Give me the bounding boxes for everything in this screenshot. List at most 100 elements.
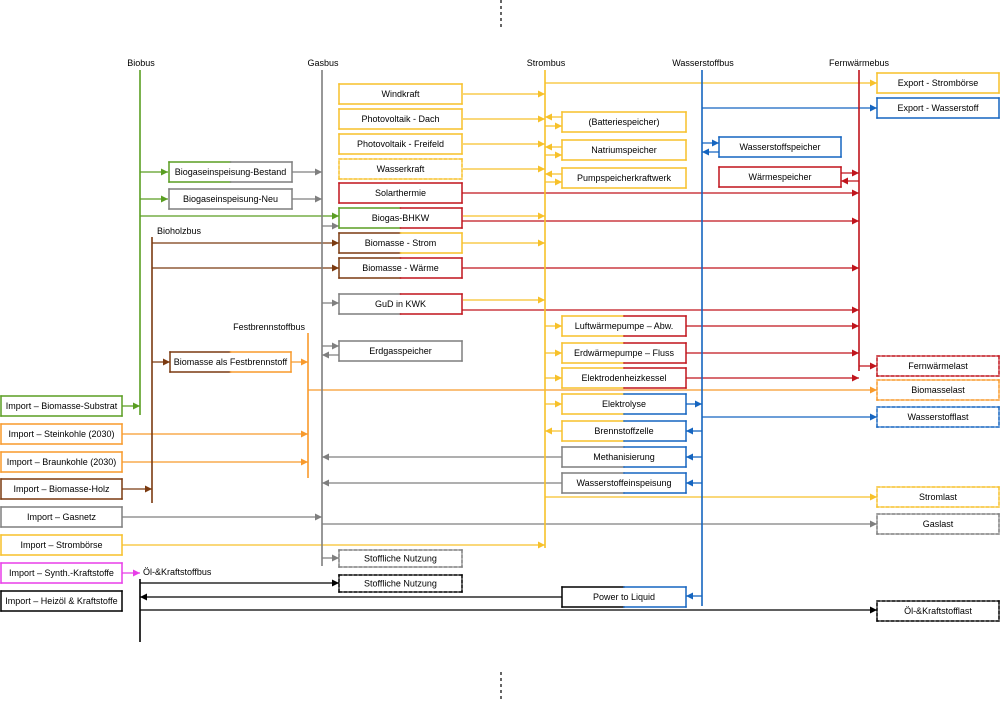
luftwaermepumpe-abw-node[interactable]: Luftwärmepumpe – Abw. (561, 315, 687, 337)
biomasselast-node[interactable]: Biomasselast (876, 379, 1000, 401)
import-synth-kraftstoffe-node[interactable]: Import – Synth.-Kraftstoffe (0, 562, 123, 584)
node-label: Photovoltaik - Dach (361, 114, 439, 124)
node-label: Biogaseinspeisung-Neu (183, 194, 278, 204)
bus-label-bio: Biobus (127, 58, 155, 68)
oel-kraftstofflast-node[interactable]: Öl-&Kraftstofflast (876, 600, 1000, 622)
export-stromboerse-node[interactable]: Export - Strombörse (876, 72, 1000, 94)
biogaseinspeisung-neu-node[interactable]: Biogaseinspeisung-Neu (168, 188, 293, 210)
node-background (1, 507, 122, 527)
wasserstoffeinspeisung-node[interactable]: Wasserstoffeinspeisung (561, 472, 687, 494)
node-background (877, 98, 999, 118)
import-gasnetz-node[interactable]: Import – Gasnetz (0, 506, 123, 528)
waermespeicher-node[interactable]: Wärmespeicher (718, 166, 842, 188)
import-biomasse-substrat-node[interactable]: Import – Biomasse-Substrat (0, 395, 123, 417)
node-background (1, 535, 122, 555)
bus-label-strom: Strombus (527, 58, 566, 68)
node-label: Photovoltaik - Freifeld (357, 139, 444, 149)
import-biomasse-holz-node[interactable]: Import – Biomasse-Holz (0, 478, 123, 500)
node-background (169, 162, 292, 182)
gud-in-kwk-node[interactable]: GuD in KWK (338, 293, 463, 315)
node-label: Import – Heizöl & Kraftstoffe (5, 596, 117, 606)
node-background (562, 140, 686, 160)
node-label: Windkraft (381, 89, 420, 99)
export-wasserstoff-node[interactable]: Export - Wasserstoff (876, 97, 1000, 119)
wasserkraft-node[interactable]: Wasserkraft (338, 158, 463, 180)
node-label: Elektrodenheizkessel (581, 373, 666, 383)
stoffliche-nutzung-node[interactable]: Stoffliche Nutzung (338, 549, 463, 568)
node-label: (Batteriespeicher) (588, 117, 659, 127)
power-to-liquid-node[interactable]: Power to Liquid (561, 586, 687, 608)
node-background (1, 591, 122, 611)
biogas-bhkw-node[interactable]: Biogas-BHKW (338, 207, 463, 229)
import-heizoel-kraftstoffe-node[interactable]: Import – Heizöl & Kraftstoffe (0, 590, 123, 612)
windkraft-node[interactable]: Windkraft (338, 83, 463, 105)
gaslast-node[interactable]: Gaslast (876, 513, 1000, 535)
node-label: Import – Biomasse-Holz (13, 484, 110, 494)
import-stromboerse-node[interactable]: Import – Strombörse (0, 534, 123, 556)
stoffliche-nutzung-node[interactable]: Stoffliche Nutzung (338, 574, 463, 593)
bus-label-fernwaerme: Fernwärmebus (829, 58, 890, 68)
biomasse-waerme-node[interactable]: Biomasse - Wärme (338, 257, 463, 279)
node-background (339, 84, 462, 104)
import-braunkohle-2030-node[interactable]: Import – Braunkohle (2030) (0, 451, 123, 473)
node-background (1, 563, 122, 583)
node-label: Wasserstofflast (907, 412, 969, 422)
node-label: Natriumspeicher (591, 145, 657, 155)
bus-label-festbrennstoff: Festbrennstoffbus (233, 322, 305, 332)
node-background (339, 550, 462, 567)
node-label: Fernwärmelast (908, 361, 968, 371)
node-label: Luftwärmepumpe – Abw. (575, 321, 674, 331)
node-label: Biomasse - Strom (365, 238, 437, 248)
node-label: Biogaseinspeisung-Bestand (175, 167, 287, 177)
stromlast-node[interactable]: Stromlast (876, 486, 1000, 508)
node-label: Gaslast (923, 519, 954, 529)
natriumspeicher-node[interactable]: Natriumspeicher (561, 139, 687, 161)
node-background (719, 167, 841, 187)
node-background (562, 343, 686, 363)
wasserstofflast-node[interactable]: Wasserstofflast (876, 406, 1000, 428)
biomasse-strom-node[interactable]: Biomasse - Strom (338, 232, 463, 254)
batteriespeicher-node[interactable]: (Batteriespeicher) (561, 111, 687, 133)
erdwaermepumpe-fluss-node[interactable]: Erdwärmepumpe – Fluss (561, 342, 687, 364)
wasserstoffspeicher-node[interactable]: Wasserstoffspeicher (718, 136, 842, 158)
node-background (1, 452, 122, 472)
node-label: Import – Steinkohle (2030) (8, 429, 114, 439)
node-background (339, 109, 462, 129)
node-background (339, 258, 462, 278)
node-label: Power to Liquid (593, 592, 655, 602)
node-label: Wärmespeicher (748, 172, 811, 182)
node-background (339, 341, 462, 361)
node-label: Biogas-BHKW (372, 213, 430, 223)
node-label: Export - Strombörse (898, 78, 979, 88)
photovoltaik-dach-node[interactable]: Photovoltaik - Dach (338, 108, 463, 130)
solarthermie-node[interactable]: Solarthermie (338, 182, 463, 204)
node-background (562, 368, 686, 388)
node-label: Erdwärmepumpe – Fluss (574, 348, 675, 358)
biogaseinspeisung-bestand-node[interactable]: Biogaseinspeisung-Bestand (168, 161, 293, 183)
node-background (562, 168, 686, 188)
node-label: Erdgasspeicher (369, 346, 432, 356)
photovoltaik-freifeld-node[interactable]: Photovoltaik - Freifeld (338, 133, 463, 155)
node-background (562, 112, 686, 132)
brennstoffzelle-node[interactable]: Brennstoffzelle (561, 420, 687, 442)
elektrolyse-node[interactable]: Elektrolyse (561, 393, 687, 415)
bus-label-oel: Öl-&Kraftstoffbus (143, 567, 212, 577)
node-label: Import – Synth.-Kraftstoffe (9, 568, 114, 578)
import-steinkohle-2030-node[interactable]: Import – Steinkohle (2030) (0, 423, 123, 445)
elektrodenheizkessel-node[interactable]: Elektrodenheizkessel (561, 367, 687, 389)
node-background (1, 424, 122, 444)
biomasse-als-festbrennstoff-node[interactable]: Biomasse als Festbrennstoff (169, 351, 292, 373)
node-label: Import – Biomasse-Substrat (6, 401, 118, 411)
node-background (562, 394, 686, 414)
erdgasspeicher-node[interactable]: Erdgasspeicher (338, 340, 463, 362)
fernwaermelast-node[interactable]: Fernwärmelast (876, 355, 1000, 377)
node-background (562, 447, 686, 467)
node-label: Solarthermie (375, 188, 426, 198)
node-label: Öl-&Kraftstofflast (904, 606, 972, 616)
methanisierung-node[interactable]: Methanisierung (561, 446, 687, 468)
pumpspeicherkraftwerk-node[interactable]: Pumpspeicherkraftwerk (561, 167, 687, 189)
node-label: Brennstoffzelle (594, 426, 653, 436)
node-background (562, 473, 686, 493)
node-background (562, 421, 686, 441)
node-background (877, 73, 999, 93)
